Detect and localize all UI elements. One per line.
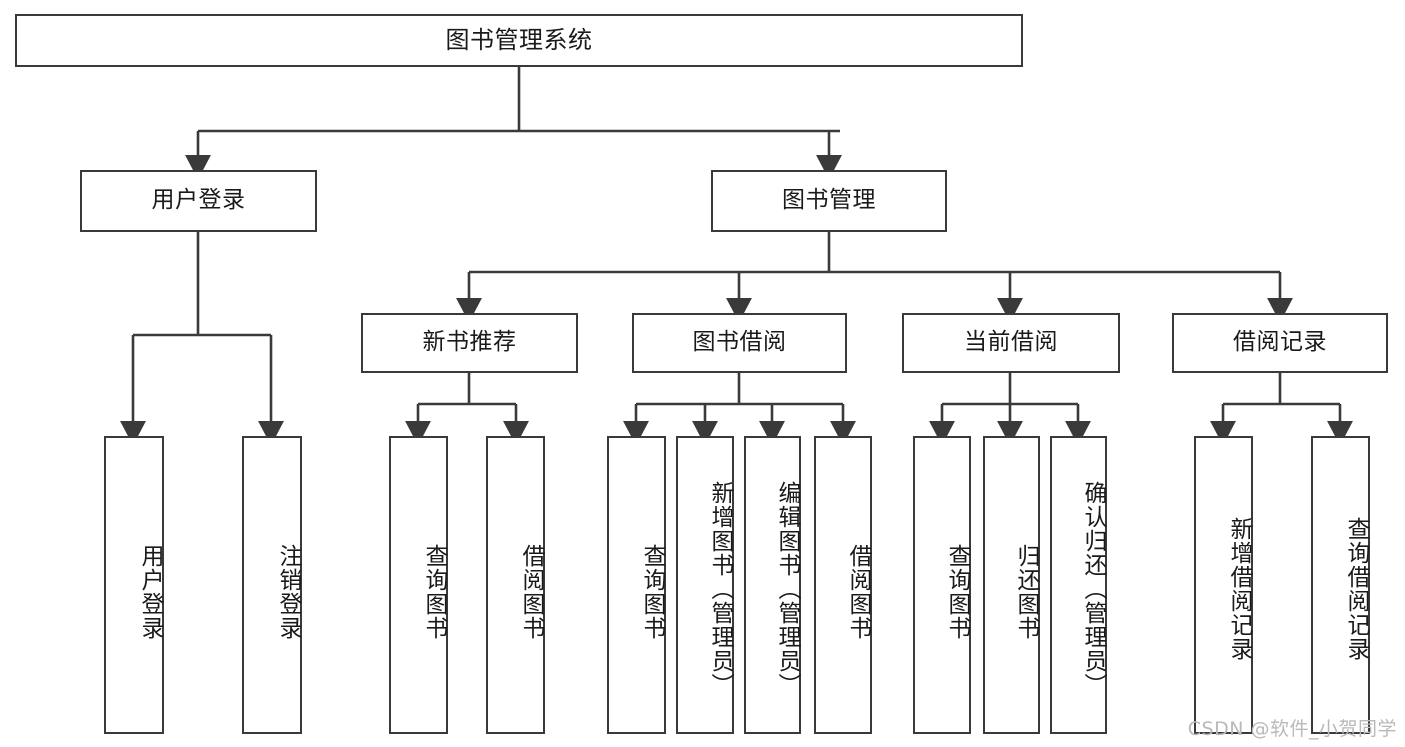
node-leaf-book-borrow-add[interactable]: 新增图书（管理员） (676, 436, 734, 734)
node-book-management[interactable]: 图书管理 (711, 170, 947, 232)
node-leaf-label: 查询借阅记录 (1343, 517, 1369, 661)
node-leaf-borrow-record-query[interactable]: 查询借阅记录 (1311, 436, 1370, 734)
node-leaf-new-book-query[interactable]: 查询图书 (389, 436, 448, 734)
node-leaf-user-login-logout[interactable]: 注销登录 (242, 436, 302, 734)
node-book-borrow-label: 图书借阅 (692, 329, 787, 356)
node-borrow-record-label: 借阅记录 (1233, 329, 1327, 356)
node-leaf-borrow-record-add[interactable]: 新增借阅记录 (1194, 436, 1253, 734)
node-leaf-label: 编辑图书（管理员） (774, 481, 800, 697)
node-leaf-label: 注销登录 (275, 544, 301, 640)
node-leaf-book-borrow-query[interactable]: 查询图书 (607, 436, 666, 734)
node-book-management-label: 图书管理 (782, 187, 876, 214)
node-current-borrow-label: 当前借阅 (964, 329, 1058, 356)
node-leaf-book-borrow-borrow[interactable]: 借阅图书 (814, 436, 872, 734)
node-leaf-new-book-borrow[interactable]: 借阅图书 (486, 436, 545, 734)
node-leaf-book-borrow-edit[interactable]: 编辑图书（管理员） (744, 436, 801, 734)
node-book-borrow[interactable]: 图书借阅 (632, 313, 847, 373)
node-leaf-label: 查询图书 (421, 544, 447, 640)
node-leaf-label: 归还图书 (1013, 544, 1039, 640)
node-current-borrow[interactable]: 当前借阅 (902, 313, 1120, 373)
node-user-login[interactable]: 用户登录 (80, 170, 317, 232)
node-root[interactable]: 图书管理系统 (15, 14, 1023, 67)
node-leaf-label: 确认归还（管理员） (1080, 481, 1106, 697)
node-new-book-recommend[interactable]: 新书推荐 (361, 313, 578, 373)
node-leaf-label: 查询图书 (639, 544, 665, 640)
node-leaf-label: 查询图书 (944, 544, 970, 640)
node-leaf-label: 用户登录 (137, 544, 163, 640)
node-leaf-label: 新增图书（管理员） (707, 481, 733, 697)
node-borrow-record[interactable]: 借阅记录 (1172, 313, 1388, 373)
node-root-label: 图书管理系统 (445, 26, 593, 55)
node-leaf-user-login-login[interactable]: 用户登录 (104, 436, 164, 734)
node-new-book-recommend-label: 新书推荐 (422, 329, 517, 356)
node-leaf-label: 借阅图书 (518, 544, 544, 640)
node-user-login-label: 用户登录 (151, 187, 246, 214)
node-leaf-current-borrow-confirm[interactable]: 确认归还（管理员） (1050, 436, 1107, 734)
node-leaf-current-borrow-query[interactable]: 查询图书 (913, 436, 971, 734)
node-leaf-label: 借阅图书 (845, 544, 871, 640)
node-leaf-label: 新增借阅记录 (1226, 517, 1252, 661)
node-leaf-current-borrow-return[interactable]: 归还图书 (983, 436, 1040, 734)
